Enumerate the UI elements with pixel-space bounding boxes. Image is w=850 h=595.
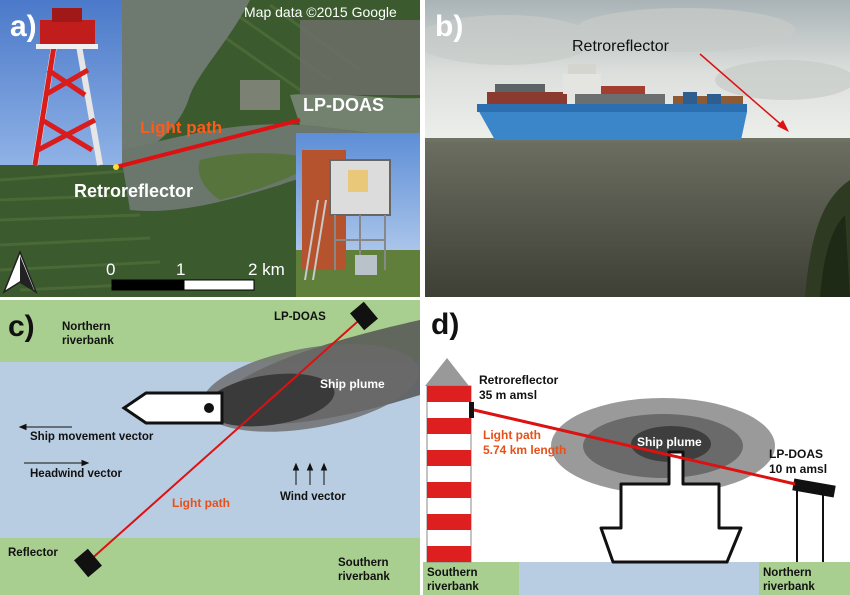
southern-riverbank-label-1: Southern: [427, 567, 477, 579]
scale-tick-1: 1: [176, 260, 185, 279]
northern-riverbank-label-2: riverbank: [62, 335, 114, 347]
map-copyright: Map data ©2015 Google: [244, 4, 397, 20]
headwind-label: Headwind vector: [30, 468, 123, 480]
panel-b-ship-photo: b) Retroreflector: [425, 0, 850, 297]
northern-riverbank-label-1: Northern: [763, 567, 812, 579]
wind-vector-label: Wind vector: [280, 491, 346, 503]
top-view-svg: c) Northern riverbank LP-DOAS Ship plume…: [0, 300, 420, 595]
satellite-map-svg: a) Map data ©2015 Google LP-DOAS Light p…: [0, 0, 420, 297]
river-water: [115, 0, 250, 170]
retroreflector-pointer-line: [699, 53, 786, 129]
river-area: [519, 562, 759, 595]
lighthouse-photo-inset: [0, 0, 122, 166]
southern-riverbank-label-1: Southern: [338, 557, 388, 569]
river-water: [425, 140, 850, 297]
retroreflector-label: Retroreflector: [572, 38, 670, 55]
panel-c-letter: c): [8, 310, 35, 343]
lpdoas-label: LP-DOAS: [303, 95, 384, 115]
northern-riverbank-area: [759, 562, 850, 595]
southern-riverbank-area: [423, 562, 519, 595]
lpdoas-label-2: 10 m amsl: [769, 462, 827, 476]
light-path-label-2: 5.74 km length: [483, 443, 566, 457]
lpdoas-label: LP-DOAS: [274, 311, 326, 323]
ship-top-view: [121, 391, 224, 425]
light-path-line: [473, 408, 796, 486]
lpdoas-tower: [796, 490, 824, 562]
light-path-line: [87, 314, 366, 563]
northern-riverbank-label-2: riverbank: [763, 581, 815, 593]
lighthouse-icon: [425, 358, 472, 563]
panel-a-satellite-map: a) Map data ©2015 Google LP-DOAS Light p…: [0, 0, 420, 297]
wind-arrows-icon: [292, 462, 328, 485]
retroreflector-label-1: Retroreflector: [479, 373, 559, 387]
lpdoas-label-1: LP-DOAS: [769, 447, 823, 461]
light-path-label: Light path: [140, 118, 222, 137]
panel-a-letter: a): [10, 10, 37, 43]
northern-riverbank-label-1: Northern: [62, 321, 111, 333]
scale-tick-0: 0: [106, 260, 115, 279]
town-area: [300, 20, 420, 95]
light-path-label: Light path: [172, 496, 230, 510]
retroreflector-label: Retroreflector: [74, 181, 193, 201]
panel-d-side-view-diagram: d) Retroreflector 35 m amsl Light path 5…: [423, 300, 850, 595]
ship-plume-label: Ship plume: [637, 435, 702, 449]
southern-riverbank-label-2: riverbank: [338, 571, 390, 583]
light-path-label-1: Light path: [483, 428, 541, 442]
north-arrow-icon: [2, 249, 38, 294]
reflector-label: Reflector: [8, 547, 58, 559]
southern-riverbank-label-2: riverbank: [427, 581, 479, 593]
container-ship: [477, 64, 747, 140]
headwind-arrow-icon: [24, 459, 90, 467]
ship-side-view: [599, 450, 743, 564]
trees: [805, 180, 850, 297]
retroreflector-icon: [469, 402, 474, 418]
reflector-instrument-icon: [74, 548, 102, 578]
scale-bar: [111, 279, 255, 291]
lpdoas-instrument-icon: [792, 478, 836, 498]
lpdoas-building-photo-inset: [296, 133, 420, 297]
retroreflector-pointer-arrowhead-icon: [777, 120, 789, 132]
light-path-line: [115, 118, 301, 169]
ship-photo-svg: b) Retroreflector: [425, 0, 850, 297]
ship-movement-arrow-icon: [18, 423, 72, 431]
southern-riverbank-area: [0, 538, 420, 595]
ship-plume-label: Ship plume: [320, 377, 385, 391]
retroreflector-label-2: 35 m amsl: [479, 388, 537, 402]
ship-movement-label: Ship movement vector: [30, 431, 154, 443]
field-stripes: [0, 3, 361, 292]
scale-tick-2: 2 km: [248, 260, 285, 279]
panel-c-top-view-diagram: c) Northern riverbank LP-DOAS Ship plume…: [0, 300, 420, 595]
river-island: [198, 153, 320, 200]
lpdoas-instrument-icon: [350, 301, 378, 331]
panel-b-letter: b): [435, 10, 463, 43]
panel-d-letter: d): [431, 308, 459, 341]
retroreflector-marker: [113, 164, 119, 170]
side-view-svg: d) Retroreflector 35 m amsl Light path 5…: [423, 300, 850, 595]
clouds: [425, 8, 850, 100]
